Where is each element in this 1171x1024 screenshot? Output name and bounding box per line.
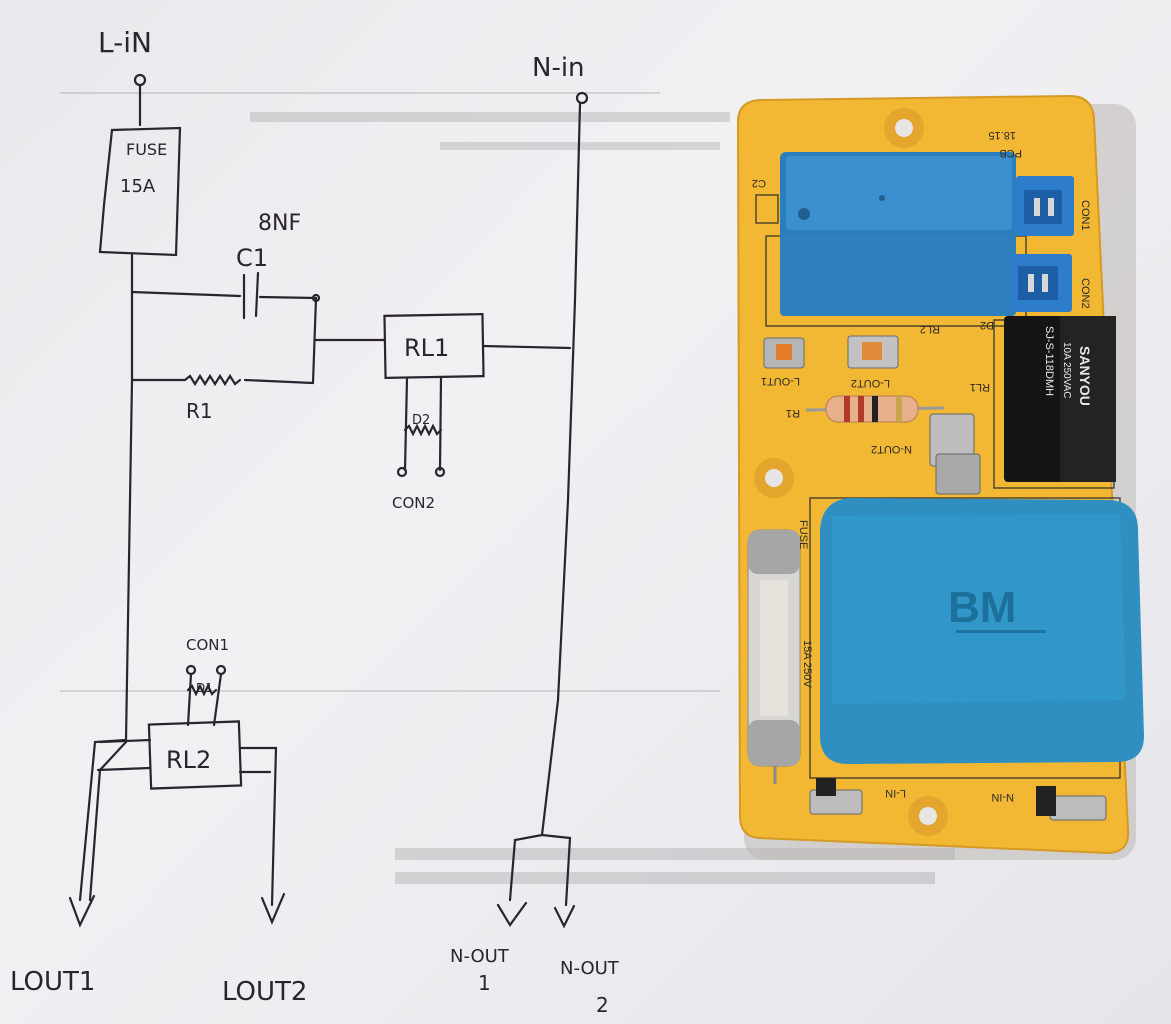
label-rl1: RL1 (404, 334, 449, 362)
l-out2-arrow (260, 892, 286, 925)
label-d1: D1 (196, 681, 213, 695)
rl1-model-text: SJ-S-118DMH (1043, 326, 1055, 396)
silk-fuse: FUSE (797, 520, 809, 549)
relay-rl2 (780, 152, 1016, 316)
terminal-l-out2 (847, 335, 899, 369)
silk-c2: C2 (752, 177, 766, 189)
label-rl2: RL2 (166, 746, 211, 774)
silk-l-in: L-IN (885, 787, 906, 799)
d1-symbol (186, 683, 218, 697)
connector-con2 (1010, 254, 1072, 312)
label-fuse-rating: 15A (120, 176, 156, 197)
label-c1: C1 (236, 244, 268, 272)
transformer: BM (820, 498, 1144, 764)
silk-rl1: RL1 (970, 381, 990, 393)
label-n-out1: N-OUT (450, 946, 510, 967)
silk-n-out2: N-OUT2 (871, 443, 912, 455)
silk-l-out2: L-OUT2 (851, 377, 890, 389)
resistor-r1 (805, 395, 945, 423)
terminal-n-in (1036, 786, 1107, 821)
label-l-out2: LOUT2 (222, 977, 307, 1007)
silk-rl2: RL2 (920, 323, 940, 335)
label-d2: D2 (412, 413, 430, 428)
silk-con2: CON2 (1079, 278, 1091, 309)
label-n-in: N-in (532, 53, 585, 83)
silk-d2: D2 (980, 319, 994, 331)
silk-fuse-rating: 15A 250V (801, 640, 813, 688)
terminal-n-out (929, 413, 981, 495)
silk-pcb: PCB (999, 147, 1022, 159)
mounting-hole (754, 108, 948, 836)
silk-l-out1: L-OUT1 (761, 375, 800, 387)
l-bus-wire (78, 290, 134, 902)
silk-pcb-date: 18.15 (988, 129, 1016, 141)
pcb-board: SANYOU 10A 250VAC SJ-S-118DMH (736, 94, 1144, 860)
label-r1: R1 (186, 399, 213, 423)
label-l-in: L-iN (98, 26, 152, 59)
rl1-rating-text: 10A 250VAC (1061, 342, 1072, 399)
c1-plate-2 (254, 271, 260, 318)
n-out1-arrow (496, 901, 528, 927)
fuse (747, 529, 801, 784)
d2-symbol (403, 423, 443, 437)
terminal-l-in (809, 778, 863, 815)
l-out1-arrow (68, 894, 96, 928)
label-con1: CON1 (186, 636, 229, 654)
relay-rl1: SANYOU 10A 250VAC SJ-S-118DMH (1004, 316, 1116, 482)
pcb-silkscreen: C2 CON1 CON2 PCB 18.15 RL2 D2 RL1 L-OUT1… (752, 129, 1091, 803)
rl2-symbol (147, 720, 243, 790)
connector-con1 (1016, 176, 1074, 236)
label-l-out1: LOUT1 (10, 967, 95, 997)
n-out2-arrow (553, 904, 576, 929)
silk-con1: CON1 (1079, 200, 1091, 231)
l-in-terminal (133, 73, 147, 87)
n-bus-wire (540, 102, 582, 837)
silk-r1: R1 (786, 407, 800, 419)
label-c1-value: 8NF (258, 211, 301, 236)
r1-symbol (183, 373, 242, 387)
schematic-labels: L-iN N-in FUSE 15A 8NF C1 R1 RL1 D2 CON2… (10, 26, 620, 1017)
transformer-logo: BM (948, 583, 1016, 632)
rl1-brand-text: SANYOU (1077, 346, 1093, 406)
label-con2: CON2 (392, 494, 435, 512)
label-n-out2: N-OUT (560, 958, 620, 979)
label-n-out1-num: 1 (478, 971, 491, 995)
fuse-symbol (98, 126, 182, 257)
terminal-l-out1 (763, 337, 805, 369)
n-in-terminal (575, 91, 589, 105)
silk-n-in: N-IN (991, 791, 1014, 803)
label-n-out2-num: 2 (596, 993, 609, 1017)
schematic (68, 73, 589, 929)
label-fuse: FUSE (126, 140, 167, 159)
